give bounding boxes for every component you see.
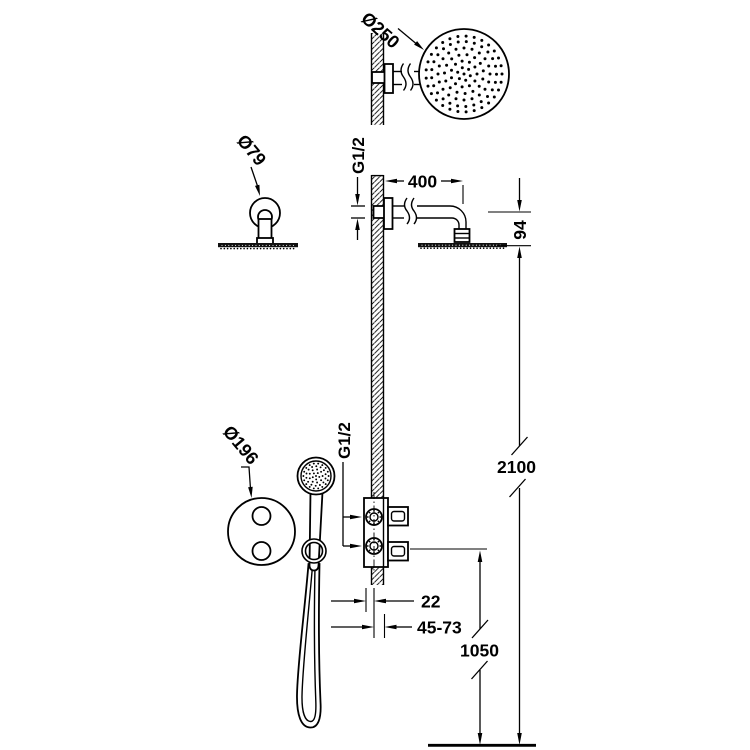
dim-label: G1/2 bbox=[335, 422, 354, 459]
dim-label: G1/2 bbox=[349, 137, 368, 174]
arm-bend-outer bbox=[449, 205, 467, 230]
arm-tube bbox=[257, 218, 273, 241]
valve-side-view bbox=[363, 492, 409, 573]
arrowhead-up bbox=[517, 246, 522, 258]
shower-head-edge bbox=[218, 243, 298, 248]
arrowhead-down bbox=[355, 194, 360, 206]
dim-label: 400 bbox=[408, 172, 437, 192]
control-knob-bottom bbox=[251, 541, 272, 561]
shower-hose bbox=[296, 563, 322, 729]
handshower-handle bbox=[308, 491, 324, 572]
dim-label: Ø79 bbox=[233, 131, 270, 170]
arm-bend-inner bbox=[451, 217, 460, 230]
arrowhead-left bbox=[374, 598, 386, 604]
overhead-flange-front-view bbox=[218, 197, 298, 250]
dim-depth-range: 45-73 bbox=[331, 614, 462, 638]
arrowhead-down bbox=[517, 200, 522, 212]
leader-arrowhead bbox=[248, 486, 253, 498]
leader-arrowhead bbox=[350, 514, 362, 520]
arrowhead-down bbox=[477, 733, 483, 745]
dim-label: 22 bbox=[421, 592, 441, 612]
spray-nozzle-dots bbox=[424, 34, 504, 114]
break-mark bbox=[471, 619, 489, 639]
dim-wall-offset: 22 bbox=[331, 588, 441, 638]
pipe-break-mark bbox=[410, 197, 418, 225]
connector-slot bbox=[390, 545, 406, 557]
handshower-head-rim bbox=[300, 460, 332, 492]
hose-inner-line bbox=[301, 565, 317, 723]
dim-label: 2100 bbox=[497, 457, 536, 477]
arm-thread-stub bbox=[372, 205, 386, 219]
label-overhead-diameter: Ø250 bbox=[357, 8, 424, 52]
arrowhead-right bbox=[451, 178, 463, 184]
arm-flange bbox=[383, 197, 394, 230]
dim-total-height: 2100 bbox=[497, 257, 536, 745]
control-knob-top bbox=[251, 506, 272, 526]
head-edge-highlights bbox=[221, 244, 294, 246]
connector-slot bbox=[390, 510, 406, 522]
leader-arrowhead bbox=[414, 41, 424, 50]
overhead-shower-front-view bbox=[371, 28, 510, 120]
leader-arrowhead bbox=[255, 184, 260, 196]
dim-valve-height: 1050 bbox=[410, 548, 499, 745]
dim-label: 45-73 bbox=[417, 618, 462, 638]
arrowhead-right bbox=[354, 598, 366, 604]
arrowhead-left bbox=[384, 624, 397, 630]
dim-valve-thread: G1/2 bbox=[335, 422, 362, 549]
break-mark bbox=[511, 436, 528, 456]
arrowhead-right bbox=[362, 624, 374, 630]
arm-flange bbox=[383, 63, 394, 94]
dim-arm-thread: G1/2 bbox=[349, 137, 368, 240]
thermostat-plate bbox=[227, 497, 296, 566]
dim-head-drop: 94 bbox=[488, 178, 531, 258]
head-edge-nozzles bbox=[420, 247, 505, 249]
dim-arm-length: 400 bbox=[385, 172, 464, 204]
arrowhead-up bbox=[355, 218, 360, 230]
dim-label: 94 bbox=[510, 220, 530, 240]
head-edge-highlights bbox=[421, 244, 501, 246]
leader-arrowhead bbox=[350, 543, 362, 549]
control-plate-front-view bbox=[227, 497, 296, 566]
overhead-shower-side-view bbox=[372, 197, 507, 249]
pipe-break-mark bbox=[407, 63, 414, 91]
spray-nozzle-dots bbox=[302, 462, 330, 490]
head-nut bbox=[453, 228, 471, 243]
head-edge-nozzles bbox=[220, 247, 295, 250]
arrowhead-up bbox=[477, 550, 483, 562]
label-flange-diameter: Ø79 bbox=[233, 131, 270, 196]
dim-label: Ø196 bbox=[219, 422, 263, 469]
dim-label: 1050 bbox=[460, 641, 499, 661]
break-mark bbox=[509, 478, 526, 498]
arrowhead-left bbox=[385, 178, 397, 184]
wall-bracket-ring bbox=[301, 538, 327, 564]
label-plate-diameter: Ø196 bbox=[219, 422, 263, 498]
pipe-break-mark bbox=[403, 197, 411, 225]
arm-wall-stub bbox=[371, 71, 386, 84]
pipe-break-mark bbox=[400, 63, 407, 91]
handshower-assembly bbox=[296, 456, 336, 729]
arrowhead-down bbox=[517, 733, 522, 745]
